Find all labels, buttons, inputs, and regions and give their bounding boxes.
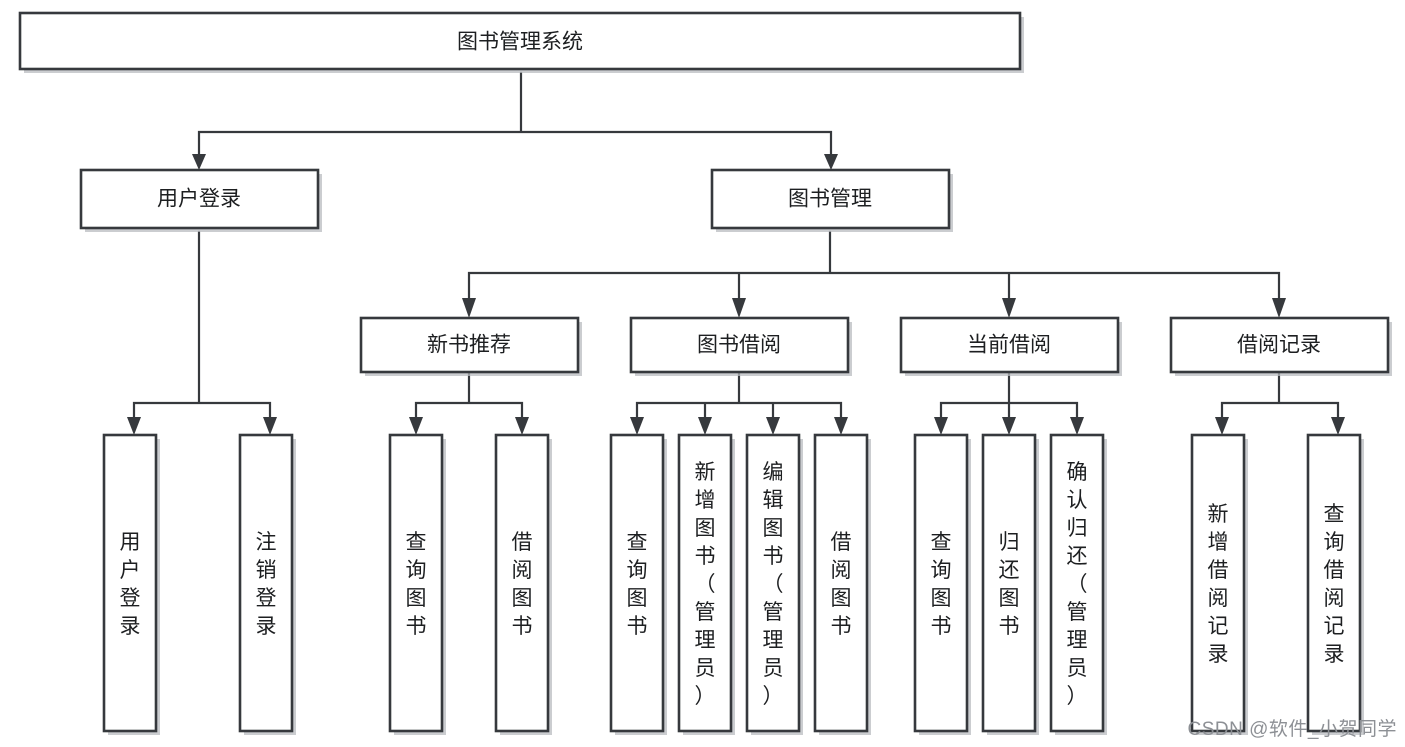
node-leaf-5-box bbox=[609, 433, 665, 733]
node-leaf-1-box bbox=[102, 433, 158, 733]
node-login-box bbox=[79, 168, 320, 230]
node-current-box bbox=[899, 316, 1120, 374]
arrow-head-leaf-3 bbox=[409, 417, 423, 435]
node-leaf-11-label: 确认归还（管理员） bbox=[1067, 461, 1088, 708]
node-leaf-7[interactable]: 编辑图书（管理员） bbox=[745, 433, 803, 735]
node-leaf-3-label: 查询图书 bbox=[406, 531, 427, 638]
connector-current-bus bbox=[939, 371, 1079, 421]
node-leaf-10-label: 归还图书 bbox=[999, 531, 1020, 638]
arrow-head-leaf-11 bbox=[1070, 417, 1084, 435]
node-records[interactable]: 借阅记录 bbox=[1169, 316, 1392, 376]
node-leaf-6[interactable]: 新增图书（管理员） bbox=[677, 433, 735, 735]
arrow-head-leaf-10 bbox=[1002, 417, 1016, 435]
node-leaf-11-box bbox=[1049, 433, 1105, 733]
node-leaf-8-box bbox=[813, 433, 869, 733]
node-bookmgmt-box bbox=[710, 168, 951, 230]
connector-root-bus bbox=[197, 71, 833, 158]
node-newbook[interactable]: 新书推荐 bbox=[359, 316, 582, 376]
node-leaf-2-label: 注销登录 bbox=[256, 531, 277, 638]
node-leaf-10[interactable]: 归还图书 bbox=[981, 433, 1039, 735]
arrow-head-leaf-12 bbox=[1215, 417, 1229, 435]
arrow-head-leaf-6 bbox=[698, 417, 712, 435]
arrow-head-leaf-13 bbox=[1331, 417, 1345, 435]
arrow-head-current bbox=[1002, 298, 1016, 318]
node-leaf-11[interactable]: 确认归还（管理员） bbox=[1049, 433, 1107, 735]
node-leaf-13-box bbox=[1306, 433, 1362, 733]
node-login[interactable]: 用户登录 bbox=[79, 168, 322, 232]
arrow-head-leaf-7 bbox=[766, 417, 780, 435]
node-leaf-13-label: 查询借阅记录 bbox=[1324, 503, 1345, 666]
node-leaf-1[interactable]: 用户登录 bbox=[102, 433, 160, 735]
node-leaf-3[interactable]: 查询图书 bbox=[388, 433, 446, 735]
arrow-head-leaf-5 bbox=[630, 417, 644, 435]
node-leaf-9-box bbox=[913, 433, 969, 733]
node-current-label: 当前借阅 bbox=[967, 334, 1051, 357]
node-leaf-7-box bbox=[745, 433, 801, 733]
node-borrow[interactable]: 图书借阅 bbox=[629, 316, 852, 376]
node-leaf-4-box bbox=[494, 433, 550, 733]
arrow-head-bookmgmt bbox=[824, 154, 838, 170]
arrow-head-leaf-9 bbox=[934, 417, 948, 435]
node-newbook-box bbox=[359, 316, 580, 374]
node-leaf-13[interactable]: 查询借阅记录 bbox=[1306, 433, 1364, 735]
node-leaf-4-label: 借阅图书 bbox=[512, 531, 533, 638]
node-root[interactable]: 图书管理系统 bbox=[18, 11, 1024, 73]
arrow-head-leaf-8 bbox=[834, 417, 848, 435]
node-leaf-5[interactable]: 查询图书 bbox=[609, 433, 667, 735]
node-leaf-7-label: 编辑图书（管理员） bbox=[763, 461, 784, 708]
arrow-head-newbook bbox=[462, 298, 476, 318]
node-leaf-6-box bbox=[677, 433, 733, 733]
node-leaf-4[interactable]: 借阅图书 bbox=[494, 433, 552, 735]
node-newbook-label: 新书推荐 bbox=[427, 334, 511, 357]
node-leaf-1-label: 用户登录 bbox=[120, 531, 141, 638]
node-leaf-8[interactable]: 借阅图书 bbox=[813, 433, 871, 735]
node-leaf-2[interactable]: 注销登录 bbox=[238, 433, 296, 735]
node-leaf-12-label: 新增借阅记录 bbox=[1208, 503, 1229, 666]
node-current[interactable]: 当前借阅 bbox=[899, 316, 1122, 376]
arrow-head-borrow bbox=[732, 298, 746, 318]
node-leaf-9-label: 查询图书 bbox=[931, 531, 952, 638]
node-login-label: 用户登录 bbox=[157, 188, 241, 211]
arrow-head-leaf-2 bbox=[263, 417, 277, 435]
connector-records-bus bbox=[1220, 371, 1340, 421]
node-leaf-5-label: 查询图书 bbox=[627, 531, 648, 638]
node-borrow-label: 图书借阅 bbox=[697, 334, 781, 357]
node-leaf-10-box bbox=[981, 433, 1037, 733]
connector-bookmgmt-bus bbox=[467, 230, 1281, 302]
node-records-label: 借阅记录 bbox=[1237, 334, 1321, 357]
connector-login-bus bbox=[132, 230, 272, 421]
node-leaf-12[interactable]: 新增借阅记录 bbox=[1190, 433, 1248, 735]
node-borrow-box bbox=[629, 316, 850, 374]
node-leaf-2-box bbox=[238, 433, 294, 733]
arrow-head-records bbox=[1272, 298, 1286, 318]
arrow-head-leaf-4 bbox=[515, 417, 529, 435]
node-records-box bbox=[1169, 316, 1390, 374]
node-root-label: 图书管理系统 bbox=[457, 31, 583, 54]
node-leaf-8-label: 借阅图书 bbox=[831, 531, 852, 638]
node-bookmgmt-label: 图书管理 bbox=[788, 188, 872, 211]
arrow-head-leaf-1 bbox=[127, 417, 141, 435]
connector-newbook-bus bbox=[414, 371, 524, 421]
node-leaf-12-box bbox=[1190, 433, 1246, 733]
node-leaf-3-box bbox=[388, 433, 444, 733]
arrow-head-login bbox=[192, 154, 206, 170]
node-bookmgmt[interactable]: 图书管理 bbox=[710, 168, 953, 232]
node-leaf-9[interactable]: 查询图书 bbox=[913, 433, 971, 735]
node-leaf-6-label: 新增图书（管理员） bbox=[695, 461, 716, 708]
connector-layer bbox=[127, 71, 1345, 435]
connector-borrow-bus bbox=[635, 371, 843, 421]
node-root-box bbox=[18, 11, 1022, 71]
